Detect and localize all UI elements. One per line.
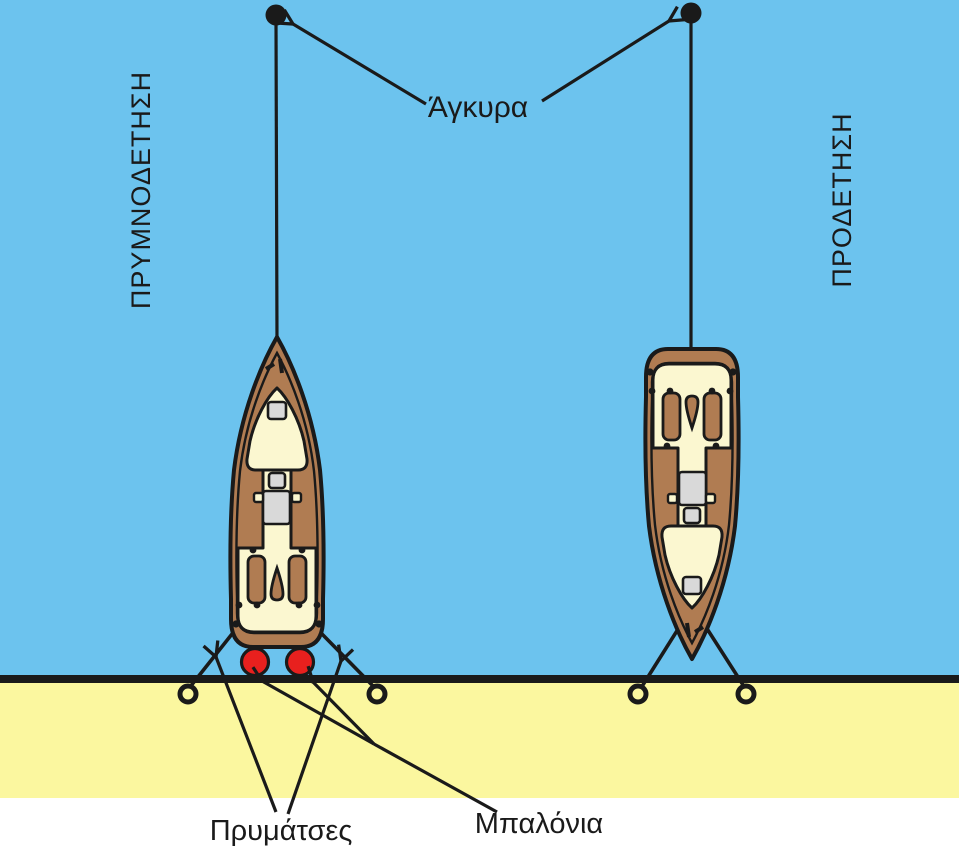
arrow-to-right-anchor [541,21,669,103]
quay-edge [0,675,959,683]
bow-line-right [702,623,747,689]
label-bow-mooring-technique: ΠΡΟΔΕΤΗΣΗ [827,112,857,287]
label-anchor: Άγκυρα [428,91,528,124]
fender-left [239,646,271,678]
fenders-callout-line [373,742,498,814]
mooring-ring-4 [735,683,757,705]
arrow-to-right-fender [313,682,376,746]
water-area [0,0,959,675]
label-stern-mooring-technique: ΠΡΥΜΝΟΔΕΤΗΣΗ [126,71,156,309]
mooring-ring-3 [627,683,649,705]
arrow-to-left-anchor [293,24,427,106]
fender-right [284,646,316,678]
mooring-ring-1 [177,683,199,705]
arrow-to-left-stern-line [216,657,278,813]
mooring-ring-2 [366,683,388,705]
label-stern-lines: Πρυμάτσες [210,815,353,847]
arrow-to-left-fender [262,681,375,746]
stern-line-left [188,632,234,689]
bow-line-left [639,625,682,689]
anchor-rode-left [274,21,279,343]
label-fenders: Μπαλόνια [475,808,603,840]
anchor-symbol-right [680,2,702,24]
quay-area [0,683,959,798]
arrow-to-right-stern-line [286,661,341,815]
anchor-symbol-left [265,4,287,26]
